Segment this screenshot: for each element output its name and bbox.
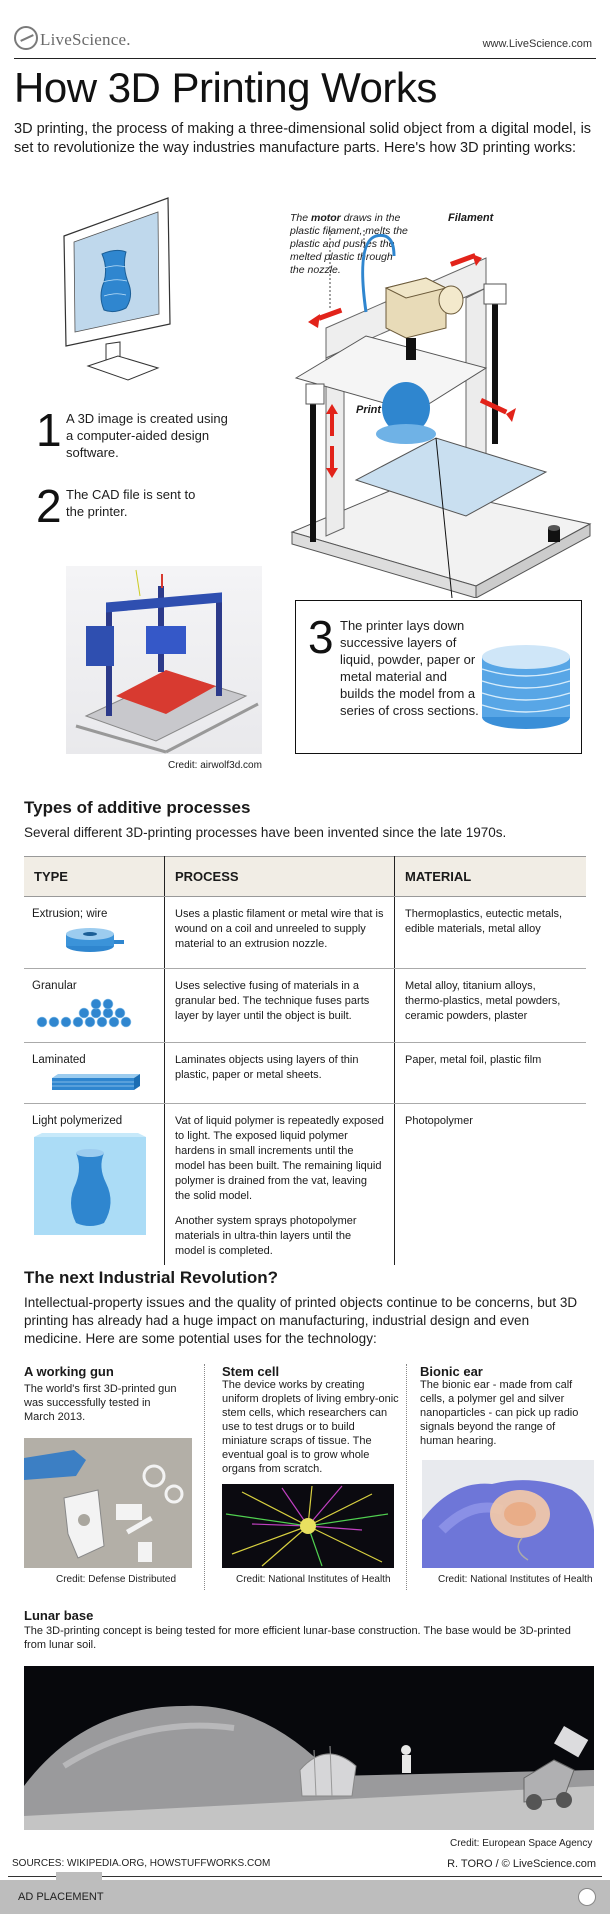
- photo-credit: Credit: airwolf3d.com: [168, 760, 262, 771]
- use-credit-bionic-ear: Credit: National Institutes of Health: [438, 1574, 593, 1585]
- ad-placement-bar[interactable]: [0, 1880, 610, 1914]
- printed-gun-image: [24, 1438, 192, 1568]
- use-credit-stem-cell: Credit: National Institutes of Health: [236, 1574, 391, 1585]
- lunar-base-image: [24, 1666, 594, 1830]
- process-cell: Vat of liquid polymer is repeatedly expo…: [164, 1103, 395, 1265]
- process-cell: Laminates objects using layers of thin p…: [164, 1042, 395, 1104]
- granular-beads-icon: [36, 998, 132, 1028]
- column-header-material: MATERIAL: [394, 856, 586, 897]
- printer-photo: [66, 566, 262, 754]
- stem-cell-image: [222, 1484, 394, 1568]
- revolution-section-text: Intellectual-property issues and the qua…: [24, 1295, 578, 1346]
- step-2-text: The CAD file is sent to the printer.: [66, 487, 196, 519]
- step-1-text: A 3D image is created using a computer-a…: [66, 411, 228, 460]
- revolution-section-title: The next Industrial Revolution?: [24, 1268, 279, 1287]
- material-cell: Photopolymer: [405, 1115, 473, 1127]
- step-3-callout: 3 The printer lays down successive layer…: [295, 600, 582, 754]
- light-polymer-vat-icon: [34, 1133, 146, 1235]
- printer-diagram: [290, 230, 592, 598]
- logo-swoosh-icon: [14, 26, 38, 50]
- intro-text: 3D printing, the process of making a thr…: [14, 121, 592, 156]
- table-row: Light polymerized Vat of liquid polymer …: [24, 1103, 586, 1265]
- lunar-base-text: The 3D-printing concept is being tested …: [24, 1625, 571, 1651]
- site-url[interactable]: www.LiveScience.com: [482, 38, 592, 50]
- column-header-process: PROCESS: [164, 856, 395, 897]
- type-cell: Light polymerized: [24, 1103, 165, 1265]
- ad-placement-label: AD PLACEMENT: [18, 1891, 104, 1903]
- lunar-base-title: Lunar base: [24, 1608, 94, 1623]
- use-credit-gun: Credit: Defense Distributed: [56, 1574, 177, 1585]
- filament-label: Filament: [448, 212, 494, 224]
- use-text-stem-cell: The device works by creating uniform dro…: [222, 1379, 399, 1475]
- column-header-type: TYPE: [24, 856, 165, 897]
- table-row: Granular Uses selective fusing of materi…: [24, 968, 586, 1043]
- step-1-number: 1: [36, 404, 62, 456]
- ad-placement-tab: [56, 1872, 102, 1880]
- material-cell: Paper, metal foil, plastic film: [394, 1042, 586, 1104]
- step-3-number: 3: [308, 611, 334, 663]
- process-cell: Uses selective fusing of materials in a …: [164, 968, 395, 1043]
- table-header-row: TYPE PROCESS MATERIAL: [24, 856, 586, 897]
- sources-line: SOURCES: WIKIPEDIA.ORG, HOWSTUFFWORKS.CO…: [12, 1858, 271, 1869]
- types-section-subtitle: Several different 3D-printing processes …: [24, 825, 507, 840]
- lunar-base-credit: Credit: European Space Agency: [450, 1838, 593, 1849]
- use-text-bionic-ear: The bionic ear - made from calf cells, a…: [420, 1379, 579, 1447]
- type-cell: Granular: [24, 968, 165, 1043]
- page-title: How 3D Printing Works: [14, 64, 437, 111]
- byline: R. TORO / © LiveScience.com: [447, 1858, 596, 1870]
- footer-divider: [8, 1876, 602, 1877]
- use-title-stem-cell: Stem cell: [222, 1364, 280, 1379]
- bionic-ear-image: [422, 1460, 594, 1568]
- ad-close-icon[interactable]: [578, 1888, 596, 1906]
- process-cell: Uses a plastic filament or metal wire th…: [164, 896, 395, 969]
- type-cell: Laminated: [24, 1042, 165, 1104]
- computer-monitor-icon: [63, 197, 171, 381]
- use-title-bionic-ear: Bionic ear: [420, 1364, 483, 1379]
- use-title-gun: A working gun: [24, 1364, 114, 1379]
- column-divider: [406, 1364, 407, 1590]
- step-3-text: The printer lays down successive layers …: [340, 618, 479, 718]
- types-section-title: Types of additive processes: [24, 798, 251, 817]
- step-2-number: 2: [36, 480, 62, 532]
- reprap-printer-image: [75, 569, 259, 754]
- type-cell: Extrusion; wire: [24, 896, 165, 969]
- livescience-logo[interactable]: LiveScience.: [14, 26, 131, 50]
- material-cell: Metal alloy, titanium alloys, thermo-pla…: [394, 968, 586, 1043]
- table-row: Laminated Laminates objects using layers…: [24, 1042, 586, 1104]
- table-row: Extrusion; wire Uses a plastic filament …: [24, 896, 586, 969]
- layered-model-icon: [481, 645, 571, 729]
- use-text-gun: The world's first 3D-printed gun was suc…: [24, 1383, 177, 1423]
- column-divider: [204, 1364, 205, 1590]
- additive-processes-table: TYPE PROCESS MATERIAL Extrusion; wire Us…: [24, 856, 586, 1265]
- material-cell: Thermoplastics, eutectic metals, edible …: [394, 896, 586, 969]
- laminated-sheets-icon: [52, 1074, 140, 1090]
- header-divider: [14, 58, 596, 59]
- wire-coil-icon: [66, 928, 124, 952]
